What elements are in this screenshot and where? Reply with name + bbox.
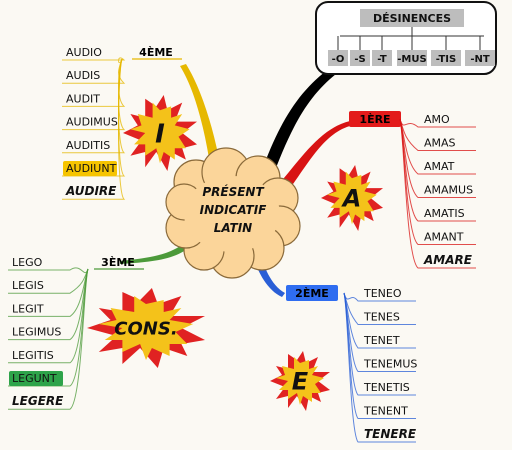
branch-1ere-item-1: AMO (424, 113, 450, 126)
branch-2eme-label-bg (286, 285, 338, 301)
ending-4: -MUS (397, 54, 426, 65)
branch-4eme-item-2: AUDIS (66, 69, 100, 82)
branch-3eme-item-4: LEGIMUS (12, 326, 61, 339)
starburst-2eme: E (270, 351, 330, 411)
ending-chip-4 (397, 50, 427, 66)
branch-4eme-item-1: AUDIO (66, 46, 102, 59)
branch-3eme-item-3: LEGIT (12, 302, 44, 315)
connector-4eme (180, 64, 221, 171)
branch-1ere-item-5: AMATIS (424, 207, 465, 220)
branch-1ere-item-2: AMAS (424, 137, 456, 150)
branch-2eme-item-2: TENES (363, 311, 400, 324)
branch-3eme-item-2: LEGIS (12, 279, 44, 292)
starburst-4eme-label: I (155, 119, 165, 149)
branch-2eme-item-1: TENEO (363, 287, 402, 300)
connector-desinences (261, 68, 336, 181)
starburst-4eme-inner (130, 102, 190, 164)
ending-2: -S (354, 54, 365, 65)
branch-3eme-item-7: LEGERE (12, 394, 64, 408)
starburst-3eme-inner (98, 296, 194, 360)
branch-2eme: 2ÈME TENEO TENES TENET TENEMUS TENETIS TENENT T… (286, 285, 417, 443)
starburst-4eme: I (123, 95, 197, 171)
starburst-1ere: A (321, 165, 383, 231)
branch-4eme-label: 4ÈME (139, 46, 173, 59)
center-line-1: PRÉSENT (202, 184, 264, 199)
branch-4eme-item-7: AUDIRE (65, 184, 117, 198)
ending-1: -O (332, 54, 345, 65)
branch-3eme-item-6: LEGUNT (12, 372, 57, 385)
branch-2eme-item-7: TENERE (364, 427, 417, 441)
center-cloud: PRÉSENT INDICATIF LATIN (165, 147, 301, 279)
branch-4eme-item-3: AUDIT (66, 92, 100, 105)
starburst-2eme-label: E (292, 368, 309, 396)
branch-2eme-item-6: TENENT (363, 405, 408, 418)
branch-1ere-item-3: AMAT (424, 160, 455, 173)
ending-chip-1 (328, 50, 348, 66)
branch-4eme: 4ÈME AUDIO AUDIS AUDIT AUDIMUS AUDITIS AUDIUNT… (62, 46, 182, 200)
starburst-2eme-inner (276, 357, 324, 405)
branch-1ere: 1ÈRE AMO AMAS AMAT AMAMUS AMATIS AMANT AMARE (349, 111, 476, 269)
branch-4eme-item-5: AUDITIS (66, 139, 110, 152)
branch-3eme-highlight (9, 371, 63, 386)
center-line-3: LATIN (214, 221, 252, 235)
branch-2eme-item-3: TENET (363, 334, 400, 347)
branch-3eme: 3ÈME LEGO LEGIS LEGIT LEGIMUS LEGITIS LEGUNT LE… (8, 256, 144, 410)
starburst-3eme-label: CONS. (114, 318, 177, 339)
ending-5: -TIS (436, 54, 456, 65)
branch-3eme-item-1: LEGO (12, 256, 43, 269)
branch-1ere-label-bg (349, 111, 401, 127)
ending-3: -T (377, 54, 387, 65)
starburst-1ere-inner (327, 171, 377, 225)
ending-chip-2 (350, 50, 370, 66)
branch-2eme-item-5: TENETIS (363, 381, 410, 394)
branch-1ere-label: 1ÈRE (359, 113, 390, 126)
starburst-3eme: CONS. (87, 288, 205, 368)
ending-6: -NT (470, 54, 490, 65)
branch-3eme-label: 3ÈME (101, 256, 135, 269)
ending-chip-5 (431, 50, 461, 66)
branch-4eme-item-4: AUDIMUS (66, 116, 118, 129)
branch-3eme-item-5: LEGITIS (12, 349, 54, 362)
branch-1ere-item-6: AMANT (424, 231, 464, 244)
branch-1ere-item-7: AMARE (423, 253, 473, 267)
branch-2eme-label: 2ÈME (295, 287, 329, 300)
branch-4eme-highlight (63, 161, 117, 176)
connector-1ere (278, 121, 350, 195)
branch-4eme-item-6: AUDIUNT (66, 162, 117, 175)
ending-chip-3 (372, 50, 392, 66)
desinences-box: DÉSINENCES -O -S -T -MUS -TIS -NT (315, 1, 497, 75)
branch-1ere-item-4: AMAMUS (424, 184, 473, 197)
branch-2eme-item-4: TENEMUS (363, 358, 417, 371)
center-line-2: INDICATIF (200, 203, 268, 217)
desinences-title: DÉSINENCES (373, 12, 451, 25)
connector-3eme (120, 237, 193, 264)
ending-chip-6 (465, 50, 495, 66)
starburst-1ere-label: A (341, 185, 362, 213)
